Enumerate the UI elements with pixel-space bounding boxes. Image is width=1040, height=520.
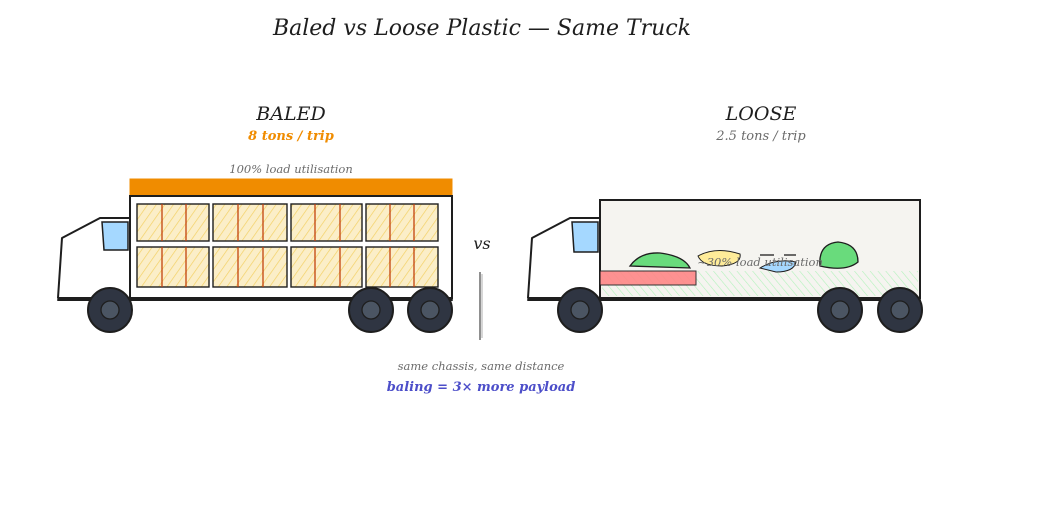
wheel bbox=[87, 287, 133, 333]
loose-scrap bbox=[819, 241, 859, 269]
loose-truck-wheels bbox=[557, 287, 923, 333]
loose-scrap bbox=[697, 250, 741, 267]
baled-truck-cab bbox=[57, 217, 131, 299]
loose-scrap bbox=[628, 252, 692, 269]
loose-heading: LOOSE bbox=[725, 103, 797, 125]
baled-cab-window bbox=[101, 221, 129, 251]
loose-utilisation-bar bbox=[599, 270, 697, 286]
loose-section: LOOSE 2.5 tons / trip ~30% load utilisat… bbox=[527, 103, 923, 333]
bale bbox=[212, 246, 288, 288]
divider-note: same chassis, same distance bbox=[398, 359, 565, 373]
bale bbox=[290, 203, 363, 242]
bale bbox=[365, 246, 439, 288]
bales-stack bbox=[136, 203, 439, 288]
baled-utilisation-label: 100% load utilisation bbox=[229, 162, 352, 176]
bale bbox=[212, 203, 288, 242]
wheel bbox=[407, 287, 453, 333]
loose-rate: 2.5 tons / trip bbox=[715, 129, 806, 144]
wheel bbox=[817, 287, 863, 333]
loose-cab-window bbox=[571, 221, 599, 253]
wheel bbox=[557, 287, 603, 333]
bale bbox=[136, 246, 210, 288]
baled-section: BALED 8 tons / trip 100% load utilisatio… bbox=[57, 103, 453, 333]
baled-truck-wheels bbox=[87, 287, 453, 333]
loose-scrap bbox=[758, 260, 797, 273]
baled-rate: 8 tons / trip bbox=[248, 129, 334, 144]
diagram-title: Baled vs Loose Plastic — Same Truck bbox=[272, 16, 691, 41]
loose-utilisation-label: ~30% load utilisation bbox=[697, 255, 823, 269]
wheel bbox=[348, 287, 394, 333]
loose-scraps bbox=[628, 241, 859, 273]
bale bbox=[136, 203, 210, 242]
baled-heading: BALED bbox=[255, 103, 325, 125]
wheel bbox=[877, 287, 923, 333]
divider-conclusion: baling = 3× more payload bbox=[387, 380, 576, 395]
divider: vs same chassis, same distance baling = … bbox=[387, 234, 576, 395]
vs-label: vs bbox=[473, 234, 490, 253]
baled-utilisation-bar bbox=[129, 178, 453, 197]
bale bbox=[290, 246, 363, 288]
loose-truck-cab bbox=[527, 217, 601, 299]
bale bbox=[365, 203, 439, 242]
